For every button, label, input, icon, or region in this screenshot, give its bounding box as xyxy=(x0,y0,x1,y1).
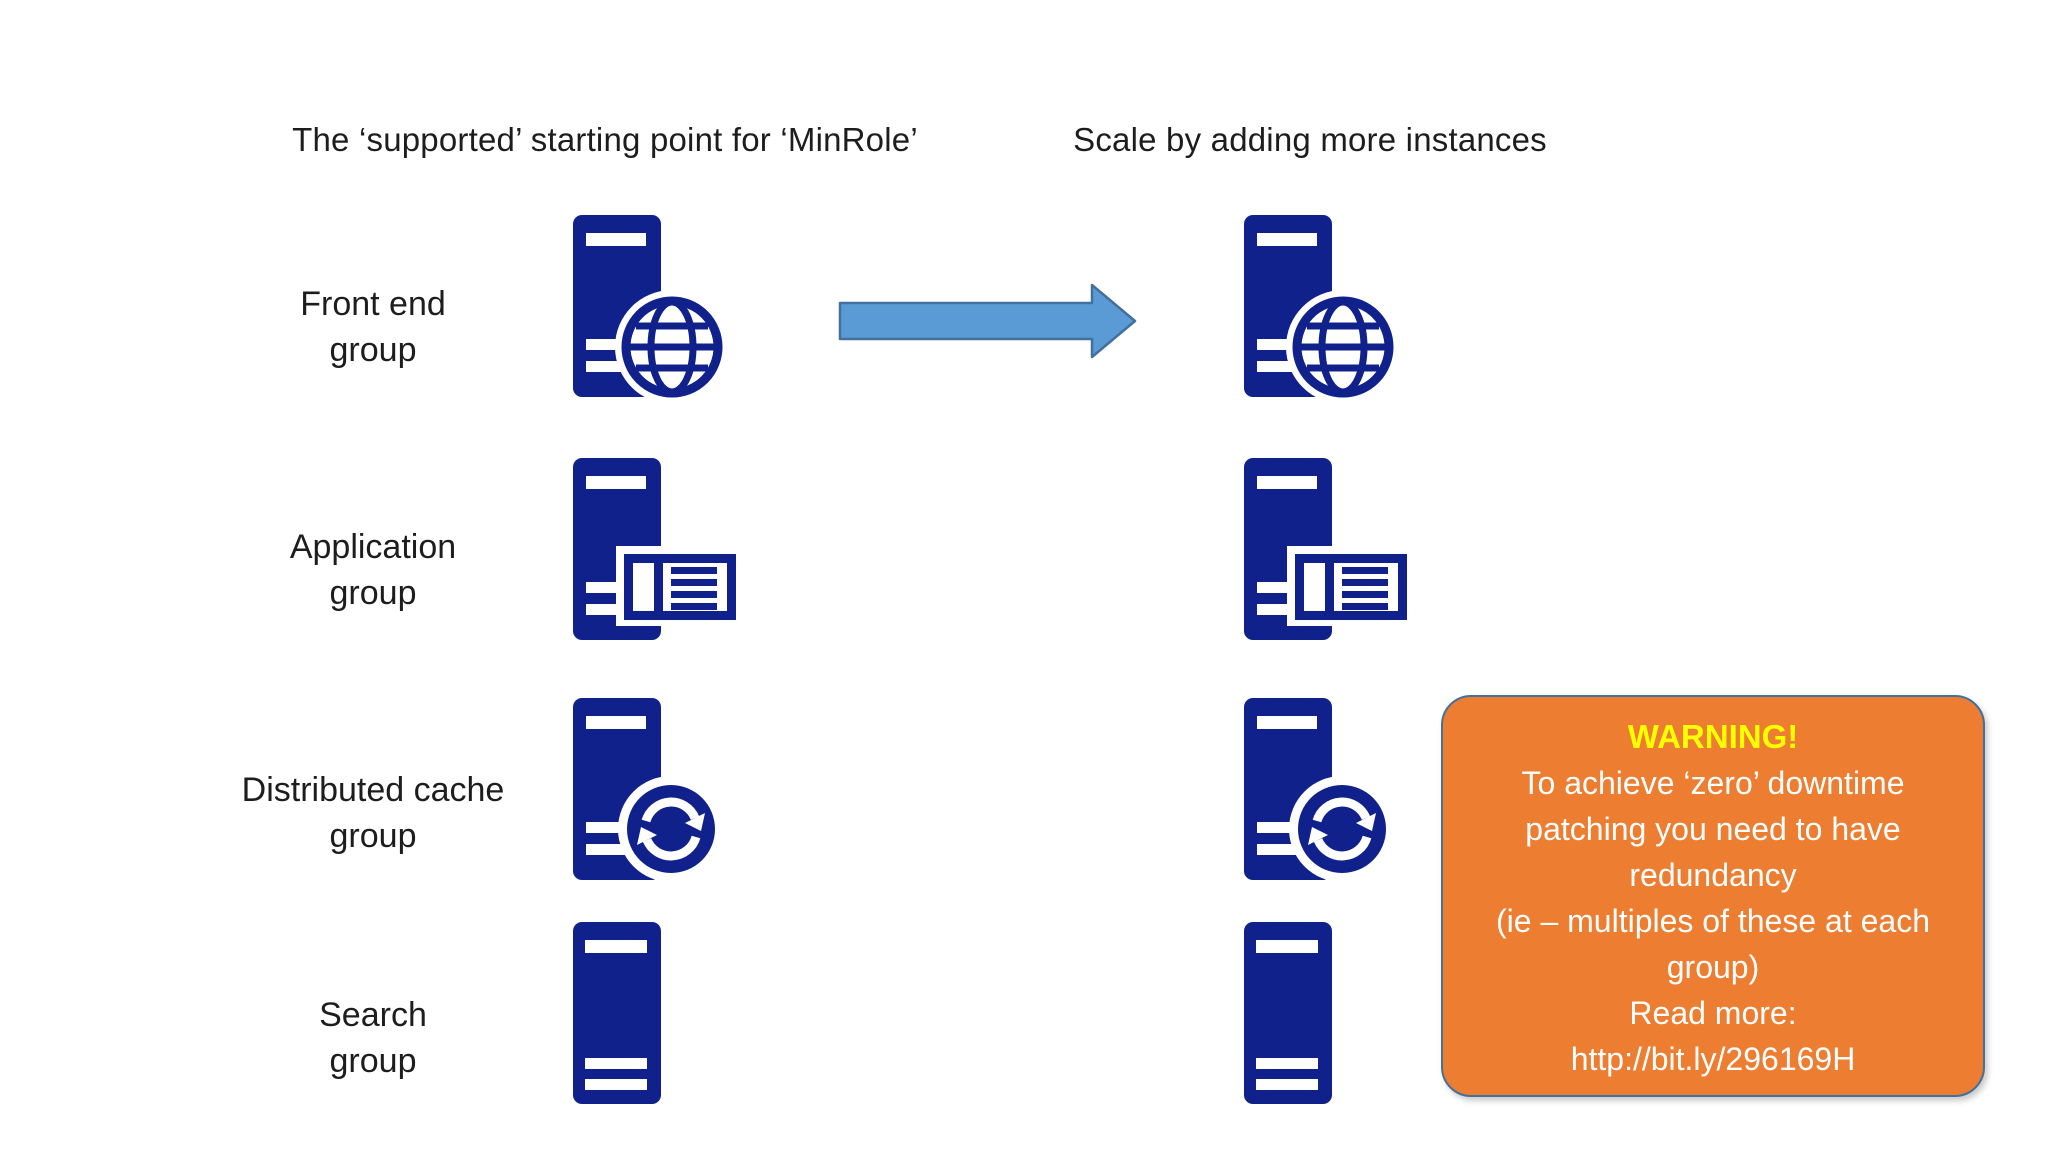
row-label-application-group: Application group xyxy=(289,528,457,612)
warning-link-text: http://bit.ly/296169H xyxy=(1570,1041,1856,1077)
warning-line: To achieve ‘zero’ downtime xyxy=(1521,765,1905,801)
right-column-title: Scale by adding more instances xyxy=(1073,121,1547,158)
server-plain-icon-left xyxy=(572,920,747,1110)
warning-line: (ie – multiples of these at each xyxy=(1495,903,1930,939)
server-application-icon-left xyxy=(572,456,747,646)
server-cache-sync-icon-right xyxy=(1243,696,1418,886)
row-label-search-group: Search group xyxy=(319,996,427,1080)
row-label-distributed-cache-group: Distributed cache group xyxy=(241,771,505,855)
warning-title: WARNING! xyxy=(1627,718,1799,755)
server-cache-sync-icon-left xyxy=(572,696,747,886)
warning-line: group) xyxy=(1666,949,1760,985)
warning-line: Read more: xyxy=(1629,995,1797,1031)
server-web-icon-left xyxy=(572,213,747,403)
server-application-icon-right xyxy=(1243,456,1418,646)
left-column-title: The ‘supported’ starting point for ‘MinR… xyxy=(292,121,918,158)
warning-line: patching you need to have xyxy=(1525,811,1901,847)
warning-callout: WARNING! To achieve ‘zero’ downtime patc… xyxy=(1441,695,1985,1097)
scale-right-arrow-icon xyxy=(838,283,1137,359)
server-web-icon-right xyxy=(1243,213,1418,403)
server-plain-icon-right xyxy=(1243,920,1418,1110)
warning-line: redundancy xyxy=(1629,857,1797,893)
row-label-front-end-group: Front end group xyxy=(300,285,446,369)
